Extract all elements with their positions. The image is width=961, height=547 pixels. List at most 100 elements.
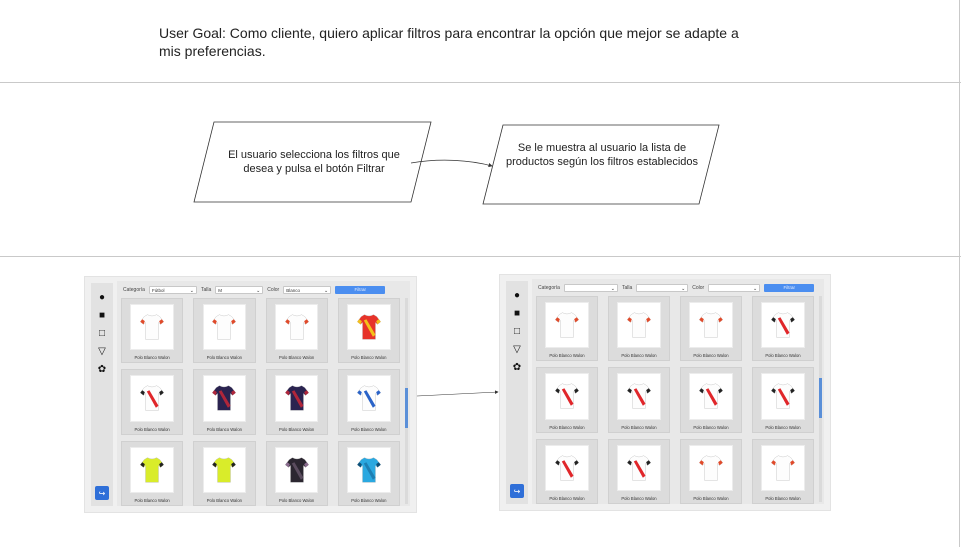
- product-name: Polo Blanco Walon: [765, 496, 801, 501]
- product-image: [202, 446, 247, 493]
- product-image: [761, 444, 805, 491]
- jersey-image: [284, 385, 309, 412]
- palette-icon[interactable]: ✿: [512, 361, 522, 373]
- step1-text: El usuario selecciona los filtros que de…: [228, 149, 400, 175]
- product-name: Polo Blanco Walon: [206, 498, 242, 503]
- logout-icon[interactable]: ↪: [95, 486, 109, 500]
- product-card[interactable]: Polo Blanco Walon: [337, 440, 400, 506]
- jersey-image: [284, 314, 309, 340]
- shirt-icon[interactable]: ■: [513, 307, 521, 319]
- product-image: [274, 446, 319, 493]
- product-card[interactable]: Polo Blanco Walon: [121, 298, 184, 364]
- product-name: Polo Blanco Walon: [621, 496, 657, 501]
- jersey-image: [212, 385, 237, 412]
- product-image: [761, 302, 805, 349]
- category-select[interactable]: Fútbol⌄: [148, 286, 197, 294]
- scrollbar[interactable]: [819, 296, 822, 502]
- jersey-image: [356, 457, 381, 483]
- product-name: Polo Blanco Walon: [134, 426, 170, 432]
- divider-top: [0, 82, 961, 83]
- logout-icon[interactable]: ↪: [510, 484, 524, 498]
- product-card[interactable]: Polo Blanco Walon: [337, 298, 400, 364]
- jersey-image: [212, 457, 237, 483]
- product-name: Polo Blanco Walon: [279, 498, 315, 503]
- product-card[interactable]: Polo Blanco Walon: [608, 296, 670, 362]
- product-card[interactable]: Polo Blanco Walon: [193, 440, 256, 506]
- product-card[interactable]: Polo Blanco Walon: [752, 438, 814, 504]
- mockup-before: ● ■ □ ▽ ✿ ↪ Categoría Fútbol⌄ Talla M⌄ C…: [84, 276, 417, 513]
- product-image: [347, 446, 391, 493]
- product-image: [545, 444, 589, 491]
- cart-icon[interactable]: ▽: [98, 345, 106, 357]
- product-card[interactable]: Polo Blanco Walon: [536, 438, 598, 504]
- product-card[interactable]: Polo Blanco Walon: [752, 296, 814, 362]
- user-icon[interactable]: ●: [98, 291, 106, 303]
- product-card[interactable]: Polo Blanco Walon: [193, 369, 256, 435]
- product-card[interactable]: Polo Blanco Walon: [265, 440, 328, 506]
- step2-parallelogram: [482, 124, 720, 205]
- product-image: [202, 375, 247, 422]
- product-card[interactable]: Polo Blanco Walon: [536, 296, 598, 362]
- filter-button[interactable]: Filtrar: [764, 284, 815, 292]
- product-card[interactable]: Polo Blanco Walon: [680, 296, 742, 362]
- jersey-image: [627, 455, 651, 481]
- jersey-image: [699, 312, 723, 338]
- step1-parallelogram: [193, 121, 432, 203]
- product-name: Polo Blanco Walon: [279, 355, 315, 361]
- scrollbar-thumb[interactable]: [819, 378, 822, 418]
- jersey-image: [140, 385, 165, 412]
- color-select[interactable]: Blanco⌄: [283, 286, 332, 294]
- product-card[interactable]: Polo Blanco Walon: [265, 369, 328, 435]
- jersey-image: [356, 385, 381, 412]
- product-card[interactable]: Polo Blanco Walon: [608, 367, 670, 433]
- product-card[interactable]: Polo Blanco Walon: [193, 298, 256, 364]
- product-card[interactable]: Polo Blanco Walon: [608, 438, 670, 504]
- filter-button[interactable]: Filtrar: [335, 286, 386, 294]
- product-image: [689, 302, 733, 349]
- product-image: [617, 302, 661, 349]
- product-card[interactable]: Polo Blanco Walon: [121, 369, 184, 435]
- filter-bar: Categoría Fútbol⌄ Talla M⌄ Color Blanco⌄…: [123, 285, 404, 295]
- color-select[interactable]: ⌄: [708, 284, 761, 292]
- user-icon[interactable]: ●: [513, 289, 521, 301]
- size-select[interactable]: ⌄: [636, 284, 689, 292]
- cart-icon[interactable]: ▽: [513, 343, 521, 355]
- product-image: [130, 304, 174, 351]
- product-image: [274, 304, 319, 351]
- shirt-outline-icon[interactable]: □: [98, 327, 106, 339]
- product-card[interactable]: Polo Blanco Walon: [680, 438, 742, 504]
- shirt-icon[interactable]: ■: [98, 309, 106, 321]
- product-card[interactable]: Polo Blanco Walon: [265, 298, 328, 364]
- product-name: Polo Blanco Walon: [549, 496, 585, 501]
- product-name: Polo Blanco Walon: [693, 353, 729, 359]
- product-image: [545, 373, 589, 420]
- product-name: Polo Blanco Walon: [765, 424, 801, 430]
- palette-icon[interactable]: ✿: [97, 363, 107, 375]
- scrollbar-thumb[interactable]: [405, 388, 408, 428]
- category-label: Categoría: [538, 285, 560, 291]
- jersey-image: [140, 314, 165, 340]
- jersey-image: [140, 457, 165, 483]
- category-label: Categoría: [123, 287, 145, 293]
- product-card[interactable]: Polo Blanco Walon: [536, 367, 598, 433]
- size-label: Talla: [621, 285, 633, 291]
- filter-bar: Categoría ⌄ Talla ⌄ Color ⌄ Filtrar: [538, 283, 818, 293]
- mockup-after: ● ■ □ ▽ ✿ ↪ Categoría ⌄ Talla ⌄ Color ⌄ …: [499, 274, 831, 511]
- scrollbar[interactable]: [405, 298, 408, 504]
- divider-bottom: [0, 256, 961, 257]
- product-name: Polo Blanco Walon: [351, 426, 387, 432]
- product-card[interactable]: Polo Blanco Walon: [752, 367, 814, 433]
- jersey-image: [771, 383, 795, 410]
- product-name: Polo Blanco Walon: [549, 424, 585, 430]
- size-select[interactable]: M⌄: [215, 286, 264, 294]
- product-card[interactable]: Polo Blanco Walon: [680, 367, 742, 433]
- size-value: M: [218, 288, 223, 293]
- product-card[interactable]: Polo Blanco Walon: [121, 440, 184, 506]
- product-image: [689, 373, 733, 420]
- shirt-outline-icon[interactable]: □: [513, 325, 521, 337]
- product-card[interactable]: Polo Blanco Walon: [337, 369, 400, 435]
- product-name: Polo Blanco Walon: [621, 424, 657, 430]
- category-select[interactable]: ⌄: [563, 284, 618, 292]
- step2-text: Se le muestra al usuario la lista de pro…: [506, 142, 698, 168]
